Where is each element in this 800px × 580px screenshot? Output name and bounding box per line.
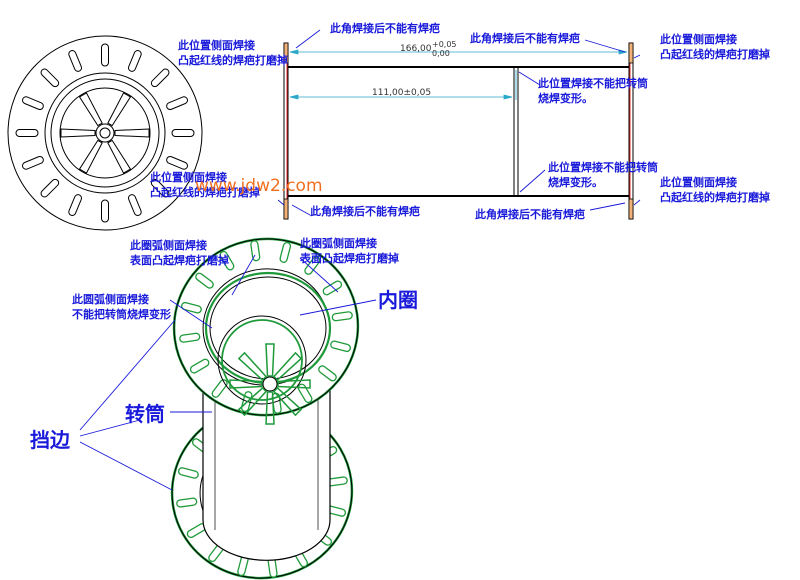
flange-slot bbox=[195, 272, 214, 289]
hub-ring bbox=[59, 87, 151, 179]
watermark: www.jdw2.com bbox=[195, 176, 323, 196]
hub-center-hole bbox=[95, 123, 115, 143]
dimension-overall-length: 166,00 bbox=[400, 44, 432, 54]
label-corner-top-left: 此角焊接后不能有焊疤 bbox=[330, 22, 440, 35]
flange-slot bbox=[331, 311, 353, 322]
hub-spoke bbox=[265, 391, 275, 425]
flange-slot bbox=[22, 96, 44, 111]
label-top-right-weld-line1: 此位置侧面焊接 bbox=[660, 33, 737, 46]
flange-slot bbox=[304, 256, 321, 275]
label-no-deform-top-line2: 烧焊变形。 bbox=[538, 92, 593, 105]
flange-slot bbox=[177, 467, 199, 479]
hub-spoke bbox=[107, 139, 132, 174]
side-view bbox=[283, 42, 634, 220]
dimension-tol-lower: 0,00 bbox=[432, 49, 450, 58]
hub-spoke bbox=[277, 379, 311, 389]
label-mid-right-weld-line2: 凸起红线的焊疤打磨掉 bbox=[660, 191, 770, 204]
label-arc-weld-right-line1: 此圈弧侧面焊接 bbox=[300, 237, 377, 250]
flange-slot bbox=[166, 155, 188, 170]
flange-slot bbox=[318, 365, 337, 382]
dimension-overall-tolerance: +0,05 0,00 bbox=[432, 40, 457, 58]
flange-slots bbox=[15, 43, 195, 223]
hub-spoke bbox=[237, 386, 268, 417]
label-no-deform-bottom-line2: 烧焊变形。 bbox=[548, 176, 603, 189]
flange-slot bbox=[127, 50, 142, 72]
label-corner-bottom-right: 此角焊接后不能有焊疤 bbox=[475, 208, 585, 221]
flange-slot bbox=[150, 178, 170, 198]
label-mid-right-weld-line1: 此位置侧面焊接 bbox=[660, 176, 737, 189]
flange-slot bbox=[22, 155, 44, 170]
label-arc-no-deform-line1: 此圆弧侧面焊接 bbox=[72, 293, 149, 306]
label-top-left-weld-line1: 此位置侧面焊接 bbox=[178, 39, 255, 52]
hub-spoke bbox=[78, 139, 103, 174]
flange-slot bbox=[171, 129, 195, 137]
label-arc-weld-left: 此圈弧侧面焊接 表面凸起焊疤打磨掉 bbox=[130, 238, 229, 268]
label-top-left-weld: 此位置侧面焊接 凸起红线的焊疤打磨掉 bbox=[178, 38, 288, 68]
label-top-right-weld: 此位置侧面焊接 凸起红线的焊疤打磨掉 bbox=[660, 32, 770, 62]
flange-slot bbox=[297, 383, 313, 404]
dimension-inner-length: 111,00±0,05 bbox=[372, 88, 432, 98]
label-flange: 挡边 bbox=[30, 428, 70, 452]
label-arc-no-deform-line2: 不能把转筒烧焊变形 bbox=[72, 308, 171, 321]
hub-spoke bbox=[78, 92, 103, 127]
label-no-deform-top: 此位置焊接不能把转筒 烧焊变形。 bbox=[538, 76, 648, 106]
hub-spoke bbox=[265, 343, 275, 377]
hub-spoke bbox=[107, 92, 132, 127]
label-inner-ring: 内圈 bbox=[378, 288, 418, 312]
flange-slot bbox=[127, 194, 142, 216]
label-no-deform-top-line1: 此位置焊接不能把转筒 bbox=[538, 77, 648, 90]
flange-slot bbox=[150, 68, 170, 88]
flange-slot bbox=[279, 242, 292, 263]
label-mid-left-weld: 此位置侧面焊接 凸起红线的焊疤打磨掉 bbox=[150, 170, 260, 200]
hub-spokes bbox=[60, 92, 150, 174]
flange-slot bbox=[40, 178, 60, 198]
flange-slot bbox=[166, 96, 188, 111]
flange-slot bbox=[330, 340, 351, 353]
label-arc-weld-right: 此圈弧侧面焊接 表面凸起焊疤打磨掉 bbox=[300, 236, 399, 266]
label-arc-weld-left-line1: 此圈弧侧面焊接 bbox=[130, 239, 207, 252]
dimension-tol-upper: +0,05 bbox=[432, 40, 457, 49]
label-arc-weld-left-line2: 表面凸起焊疤打磨掉 bbox=[130, 254, 229, 267]
label-corner-bottom-left: 此角焊接后不能有焊疤 bbox=[310, 205, 420, 218]
label-no-deform-bottom-line1: 此位置焊接不能把转筒 bbox=[548, 161, 658, 174]
hub-center-inner bbox=[99, 127, 111, 139]
label-arc-weld-right-line2: 表面凸起焊疤打磨掉 bbox=[300, 252, 399, 265]
flange-outer-circle bbox=[7, 35, 203, 231]
flange-slot bbox=[219, 250, 235, 271]
drum-circle bbox=[50, 78, 160, 188]
label-mid-left-weld-line2: 凸起红线的焊疤打磨掉 bbox=[150, 186, 260, 199]
flange-slot bbox=[101, 43, 109, 67]
label-mid-left-weld-line1: 此位置侧面焊接 bbox=[150, 171, 227, 184]
flange-slot bbox=[15, 129, 39, 137]
flange-inner-circle bbox=[44, 72, 166, 194]
end-view bbox=[7, 35, 203, 231]
label-top-right-weld-line2: 凸起红线的焊疤打磨掉 bbox=[660, 48, 770, 61]
hub-spoke bbox=[272, 351, 303, 382]
flange-slot bbox=[68, 50, 83, 72]
leader-lines bbox=[79, 29, 641, 491]
flange-slot bbox=[189, 358, 210, 374]
flange-slot bbox=[211, 379, 228, 398]
flange-slot bbox=[250, 240, 261, 262]
label-arc-no-deform: 此圆弧侧面焊接 不能把转筒烧焊变形 bbox=[72, 292, 171, 322]
hub-spoke bbox=[60, 128, 96, 138]
label-no-deform-bottom: 此位置焊接不能把转筒 烧焊变形。 bbox=[548, 160, 658, 190]
hub-spoke bbox=[237, 351, 268, 382]
flange-slot bbox=[68, 194, 83, 216]
flange-slot bbox=[40, 68, 60, 88]
flange-slot bbox=[179, 332, 201, 343]
flange-slot bbox=[176, 497, 198, 508]
isometric-view bbox=[170, 237, 360, 580]
label-top-left-weld-line2: 凸起红线的焊疤打磨掉 bbox=[178, 54, 288, 67]
hub-spoke bbox=[229, 379, 263, 389]
flange-slot bbox=[181, 301, 202, 314]
label-corner-top-right: 此角焊接后不能有焊疤 bbox=[470, 32, 580, 45]
hub-spoke bbox=[114, 128, 150, 138]
label-drum: 转筒 bbox=[125, 402, 165, 426]
flange-slot bbox=[101, 199, 109, 223]
hub-spoke bbox=[272, 386, 303, 417]
label-mid-right-weld: 此位置侧面焊接 凸起红线的焊疤打磨掉 bbox=[660, 175, 770, 205]
